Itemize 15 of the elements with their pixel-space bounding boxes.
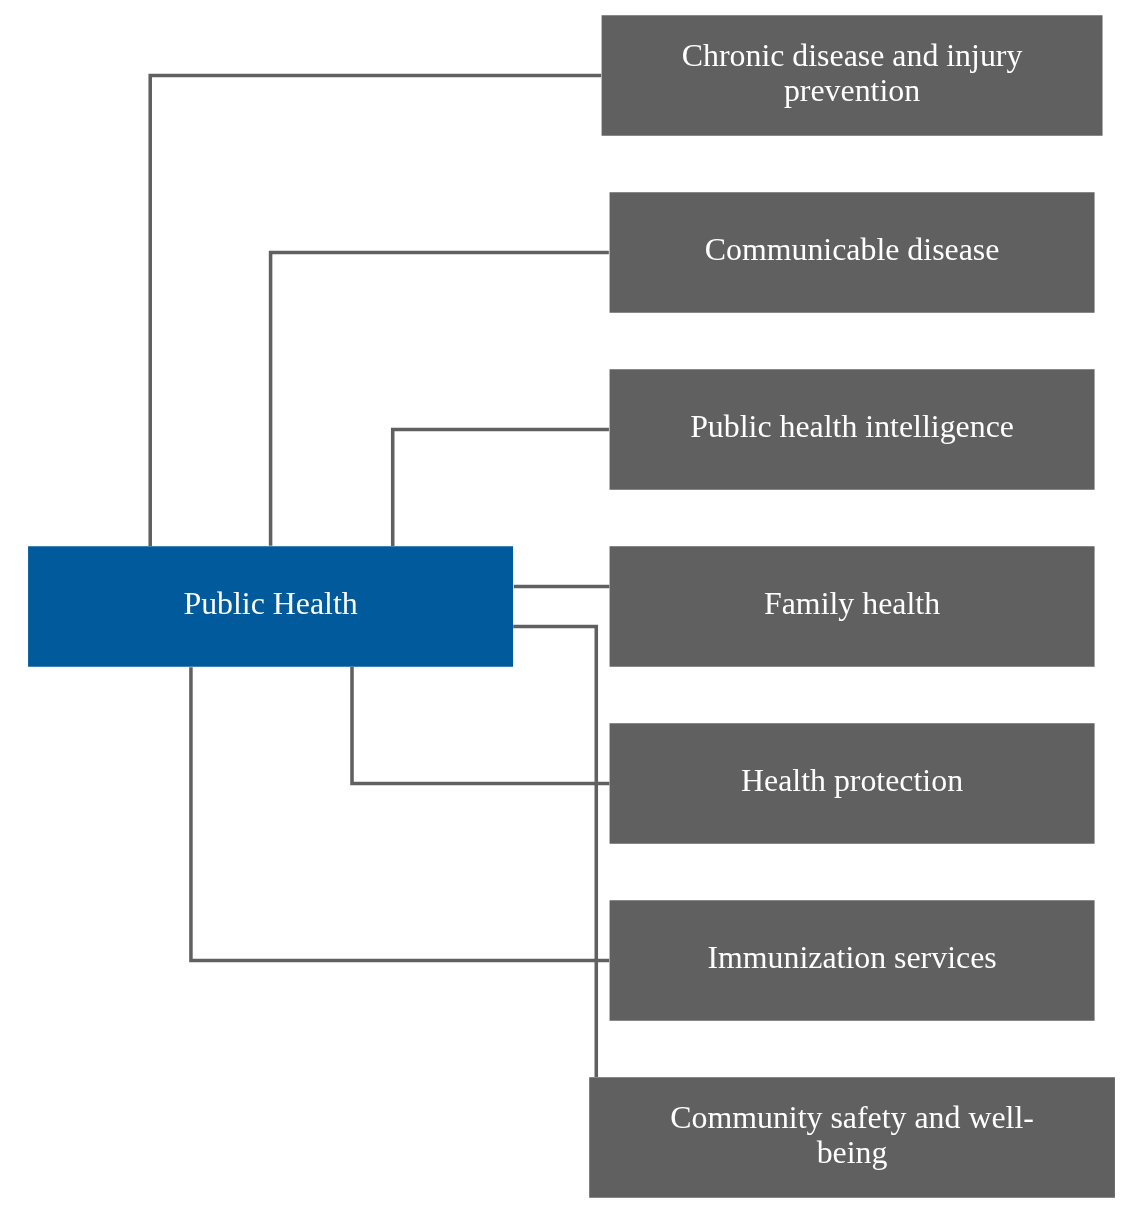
node-box: Immunization services xyxy=(609,900,1095,1021)
connector xyxy=(350,666,610,786)
node-box: Public Health xyxy=(28,546,514,667)
node-box: Community safety and well-being xyxy=(589,1077,1115,1198)
node-box: Chronic disease and injury prevention xyxy=(601,15,1103,136)
node-box: Health protection xyxy=(609,723,1095,844)
connector xyxy=(513,624,599,1077)
node-box: Family health xyxy=(609,546,1095,667)
connector xyxy=(268,250,609,546)
connector xyxy=(189,667,610,963)
connector xyxy=(390,427,609,547)
node-box: Public health intelligence xyxy=(609,369,1095,490)
connector xyxy=(513,584,610,589)
node-box: Communicable disease xyxy=(609,192,1095,313)
connector xyxy=(148,73,602,547)
